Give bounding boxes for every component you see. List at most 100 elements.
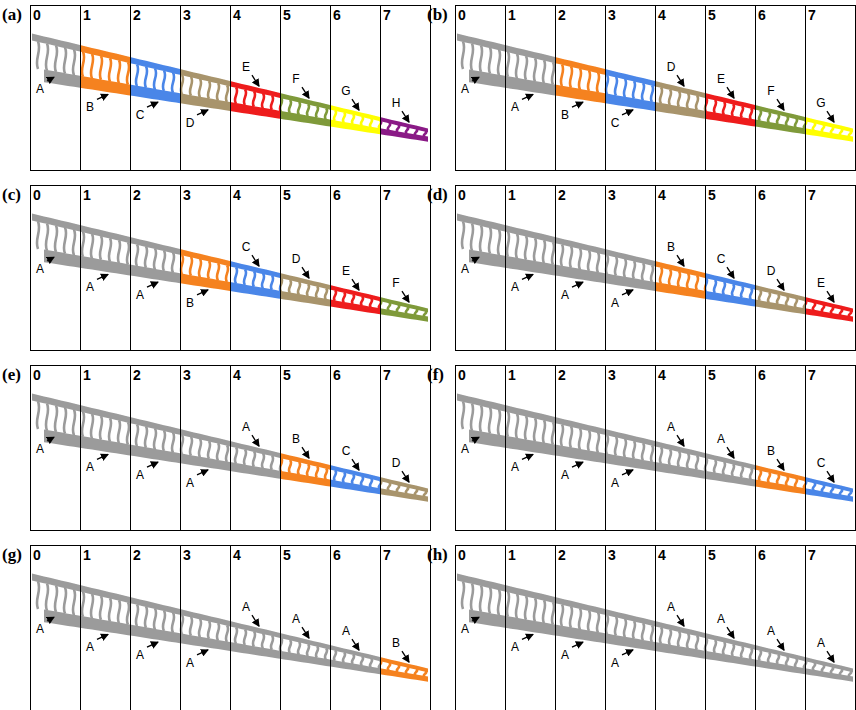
lower-rail [805,70,853,142]
leader-arrow [622,650,633,655]
panel-frame [31,546,431,710]
leader-arrow [252,615,259,626]
leader-arrow [97,274,108,279]
callout-letter: A [36,443,44,455]
lower-rail [380,610,428,682]
ladder-segment [705,394,755,502]
column-number: 4 [233,8,241,22]
upper-rail [555,574,605,673]
lower-rail [755,430,805,502]
column-line [280,185,281,350]
leader-arrow [47,77,54,81]
lower-rail [280,610,330,682]
upper-rail [755,574,805,673]
column-line [605,5,606,170]
column-number: 5 [708,548,716,562]
leader-arrow [622,290,633,295]
lower-rail [705,610,755,682]
column-line [605,545,606,710]
column-number: 7 [808,8,816,22]
leader-arrow [727,447,734,458]
lower-rail [469,430,505,502]
upper-rail [805,574,853,673]
lower-rail [80,430,130,502]
lower-rail [505,430,555,502]
ladder-segment [80,34,130,142]
panel-frame [456,6,856,171]
column-line [805,365,806,530]
leader-arrow [622,110,633,115]
lower-rail [230,70,280,142]
callout-letter: B [86,101,94,113]
ladder-segment [130,214,180,322]
leader-arrow [352,639,359,650]
column-line [380,365,381,530]
panel-drawing [456,185,856,351]
column-number: 4 [658,8,666,22]
upper-rail [330,394,380,493]
upper-rail [380,574,428,673]
ladder-rungs [605,221,655,316]
leader-arrow [147,102,158,107]
column-number: 5 [708,368,716,382]
callout-letter: A [717,613,725,625]
callout-letter: A [186,477,194,489]
column-number: 3 [183,368,191,382]
column-number: 7 [808,188,816,202]
ladder-segment [180,34,230,142]
ladder-rungs [37,401,80,496]
column-line [655,5,656,170]
ladder-segment [605,34,655,142]
lower-rail [755,610,805,682]
column-number: 5 [708,188,716,202]
panel-frame [31,6,431,171]
ladder-segment [505,214,555,322]
lower-rail [280,250,330,322]
ladder-rungs [605,41,655,136]
upper-rail [180,574,230,673]
lower-rail [44,70,80,142]
column-line [705,365,706,530]
lower-rail [755,70,805,142]
ladder-segment [605,574,655,682]
upper-rail [130,394,180,493]
callout-letter: B [667,241,675,253]
callout-letter: A [86,281,94,293]
column-line [605,185,606,350]
ladder-segment [80,214,130,322]
lower-rail [505,610,555,682]
column-number: 3 [183,8,191,22]
callout-letter: A [136,469,144,481]
column-number: 3 [608,368,616,382]
column-line [555,5,556,170]
leader-arrow [352,459,359,470]
leader-arrow [777,279,784,290]
lower-rail [655,70,705,142]
ladder-segment [505,394,555,502]
lower-rail [130,610,180,682]
column-line [805,5,806,170]
ladder-segment [280,214,330,322]
leader-arrow [197,470,208,475]
ladder-segment [80,394,130,502]
callout-letter: A [86,641,94,653]
lower-rail [605,70,655,142]
callout-letter: A [461,443,469,455]
column-number: 0 [33,8,41,22]
column-number: 7 [383,8,391,22]
column-number: 1 [83,8,91,22]
leader-arrow [472,257,479,261]
column-line [130,185,131,350]
upper-rail [755,394,805,493]
column-number: 7 [383,548,391,562]
callout-letter: A [136,649,144,661]
column-number: 3 [183,548,191,562]
leader-arrow [47,617,54,621]
column-number: 6 [758,8,766,22]
callout-letter: B [186,297,194,309]
leader-arrow [677,75,684,86]
lower-rail [705,70,755,142]
leader-arrow [572,282,583,287]
ladder-segment [130,394,180,502]
ladder-rungs [180,41,230,136]
